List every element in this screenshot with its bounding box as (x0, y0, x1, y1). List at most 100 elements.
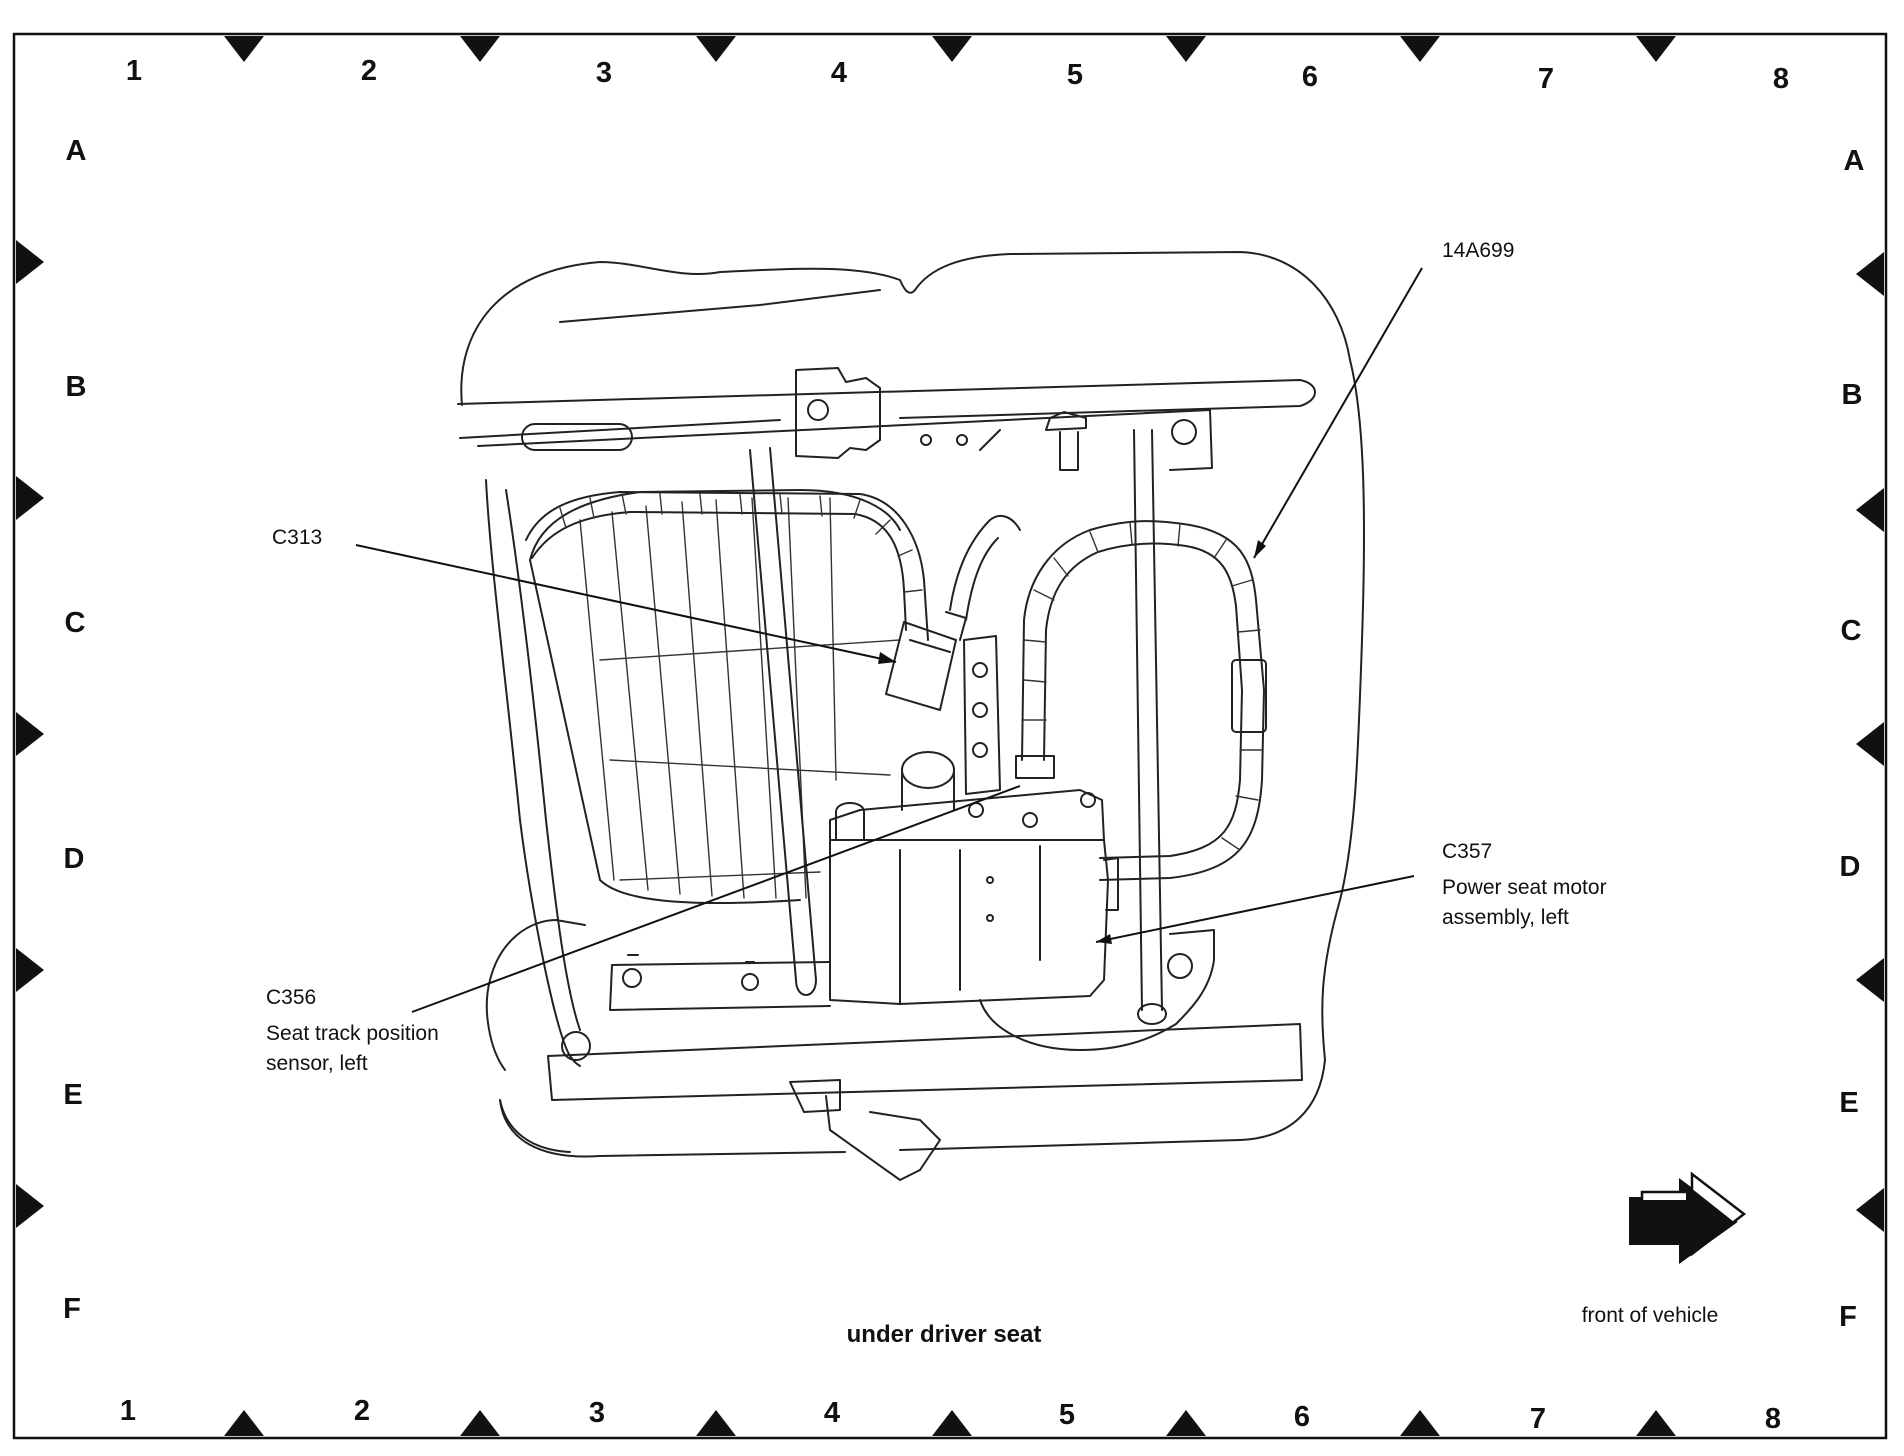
c357-label: C357 (1442, 840, 1492, 863)
motor-knob (835, 802, 865, 841)
edge-marker (1856, 958, 1884, 1002)
bottom-edge-markers (224, 1410, 1676, 1436)
column-label: 4 (831, 57, 847, 89)
right-edge-markers (1856, 252, 1884, 1232)
column-label: 6 (1302, 61, 1318, 93)
diagram-frame (12, 32, 1888, 1440)
edge-marker (16, 712, 44, 756)
row-labels-left: A B C D E F (63, 135, 86, 1325)
motor-bolt (1022, 812, 1038, 828)
vertical-rod (1133, 429, 1163, 1011)
c356-leader (411, 785, 1021, 1013)
edge-marker (1636, 36, 1676, 62)
edge-marker (1856, 252, 1884, 296)
row-label: D (64, 843, 85, 875)
top-edge-markers (224, 36, 1676, 62)
wire-harness-middle (949, 514, 1021, 621)
spring-wires (579, 497, 901, 899)
column-label: 3 (589, 1397, 605, 1429)
right-arrow-icon (1629, 1171, 1747, 1264)
c357-description-line2: assembly, left (1442, 906, 1569, 929)
row-label: A (1844, 145, 1865, 177)
column-label: 1 (120, 1395, 136, 1427)
vertical-rod (749, 447, 817, 981)
edge-marker (16, 476, 44, 520)
motor-bolt (1080, 792, 1096, 808)
row-label: C (1841, 615, 1862, 647)
column-label: 6 (1294, 1401, 1310, 1433)
lower-rail (609, 961, 831, 1011)
column-labels-bottom: 1 2 3 4 5 6 7 8 (120, 1395, 1781, 1435)
c356-description-line2: sensor, left (266, 1052, 368, 1075)
row-label: B (66, 371, 87, 403)
edge-marker (932, 36, 972, 62)
rivet (920, 434, 932, 446)
row-label: E (63, 1079, 82, 1111)
harness-wraps-left (559, 493, 923, 593)
lower-tray (547, 1023, 1303, 1101)
column-label: 8 (1773, 63, 1789, 95)
edge-marker (16, 240, 44, 284)
c357-description-line1: Power seat motor (1442, 876, 1607, 899)
leader-lines (355, 267, 1423, 1013)
edge-marker (224, 1410, 264, 1436)
seat-illustration (457, 251, 1366, 1181)
c313-leader-arrow (878, 652, 896, 664)
column-label: 8 (1765, 1403, 1781, 1435)
edge-marker (1166, 36, 1206, 62)
motor-cap (901, 751, 955, 789)
bolt (972, 742, 988, 758)
rod-foot (795, 979, 817, 996)
edge-marker (1166, 1410, 1206, 1436)
row-labels-right: A B C D E F (1839, 145, 1864, 1333)
c356-description-line1: Seat track position (266, 1022, 439, 1045)
edge-marker (696, 36, 736, 62)
c313-leader (355, 544, 897, 663)
edge-marker (460, 36, 500, 62)
mount-bracket (963, 635, 1001, 795)
bracket-hole (807, 399, 829, 421)
motor-rivet (986, 876, 994, 884)
column-label: 5 (1059, 1399, 1075, 1431)
wire-harness-left (525, 491, 929, 641)
column-label: 4 (824, 1397, 840, 1429)
edge-marker (1856, 1188, 1884, 1232)
edge-marker (16, 948, 44, 992)
rail-bolt (1167, 953, 1193, 979)
row-label: D (1840, 851, 1861, 883)
rail-stud (627, 954, 755, 963)
left-back-curve (485, 919, 586, 1071)
edge-marker (1636, 1410, 1676, 1436)
lower-outline (499, 1099, 571, 1153)
left-edge-markers (16, 240, 44, 1228)
column-label: 2 (354, 1395, 370, 1427)
edge-marker (1856, 722, 1884, 766)
harness-14a699-label: 14A699 (1442, 239, 1514, 262)
diagram-caption: under driver seat (847, 1321, 1042, 1348)
harness-leader-arrow (1254, 540, 1266, 558)
seat-top-edge (559, 289, 881, 323)
row-label: E (1839, 1087, 1858, 1119)
left-side-frame-inner (505, 489, 581, 1031)
motor-assembly (829, 789, 1109, 1005)
rod-foot (1137, 1003, 1167, 1025)
rail-bolt (741, 973, 759, 991)
edge-marker (932, 1410, 972, 1436)
row-label: F (1839, 1301, 1857, 1333)
rivet (1171, 419, 1197, 445)
motor-cap-body (901, 769, 955, 811)
upper-crossbar (457, 379, 1316, 439)
bolt (972, 662, 988, 678)
rod-foot (561, 1031, 591, 1061)
edge-marker (1400, 36, 1440, 62)
front-of-vehicle-label: front of vehicle (1582, 1304, 1719, 1327)
wire-harness-right-inner (1043, 542, 1243, 859)
column-label: 1 (126, 55, 142, 87)
column-label: 7 (1538, 63, 1554, 95)
motor-rivet (986, 914, 994, 922)
inline-connector (1231, 659, 1267, 733)
lower-rail-right (979, 929, 1215, 1051)
arrow-fill (1636, 1184, 1734, 1258)
column-label: 3 (596, 57, 612, 89)
